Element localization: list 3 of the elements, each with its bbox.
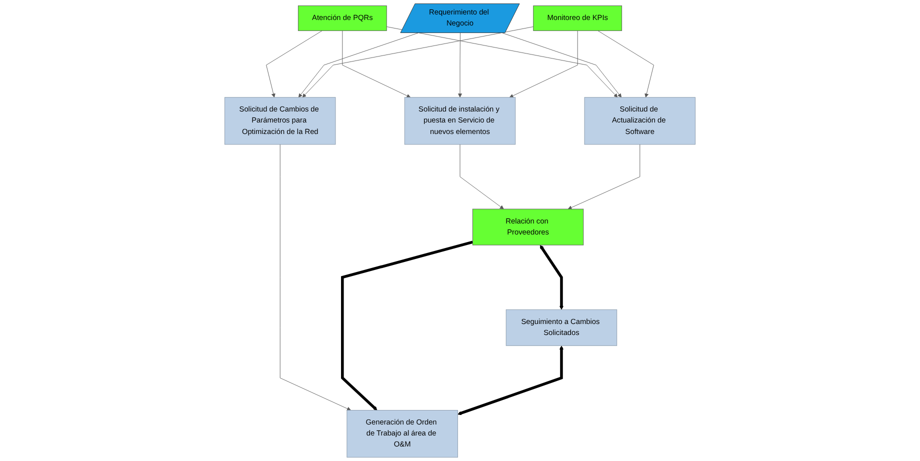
arrow	[341, 240, 473, 410]
arrow	[540, 245, 564, 310]
arrow	[458, 346, 564, 416]
